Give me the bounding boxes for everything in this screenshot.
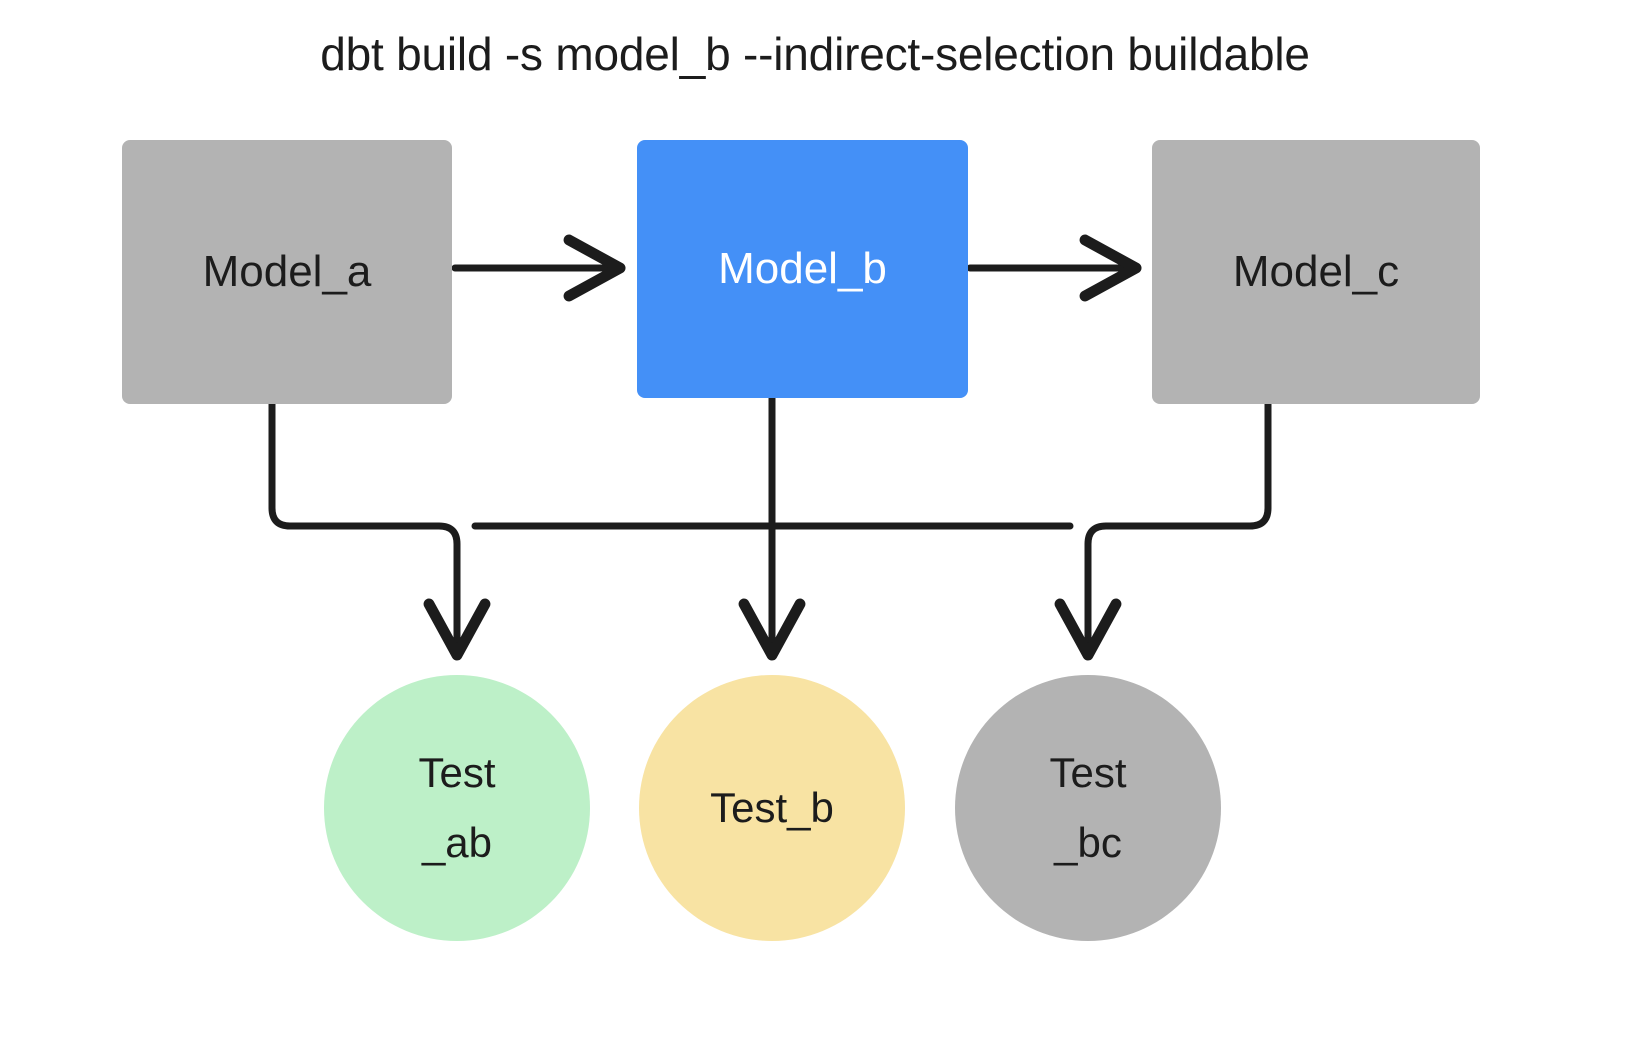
edge-model-a-to-test-ab (268, 400, 491, 661)
node-test-b-label-line-1: Test_b (710, 784, 834, 831)
edge-bus-to-test-bc (1088, 526, 1106, 544)
node-model-a-label: Model_a (202, 246, 372, 296)
node-model-b[interactable]: Model_b (637, 140, 968, 398)
node-test-bc-label-line-2: _bc (1054, 819, 1122, 866)
node-test-ab[interactable]: Test _ab (324, 675, 590, 941)
node-test-ab-label-line-1: Test (418, 749, 496, 796)
node-model-a[interactable]: Model_a (122, 140, 452, 404)
edge-model-c-to-test-bc (1054, 400, 1272, 661)
node-model-c-label: Model_c (1232, 246, 1400, 296)
node-test-b[interactable]: Test_b (639, 675, 905, 941)
node-model-c[interactable]: Model_c (1152, 140, 1480, 404)
node-test-bc[interactable]: Test _bc (955, 675, 1221, 941)
node-test-ab-label-line-2: _ab (421, 819, 493, 866)
diagram-title: dbt build -s model_b --indirect-selectio… (320, 28, 1310, 80)
node-test-bc-label-line-1: Test (1049, 749, 1127, 796)
node-model-b-label: Model_b (718, 243, 887, 293)
